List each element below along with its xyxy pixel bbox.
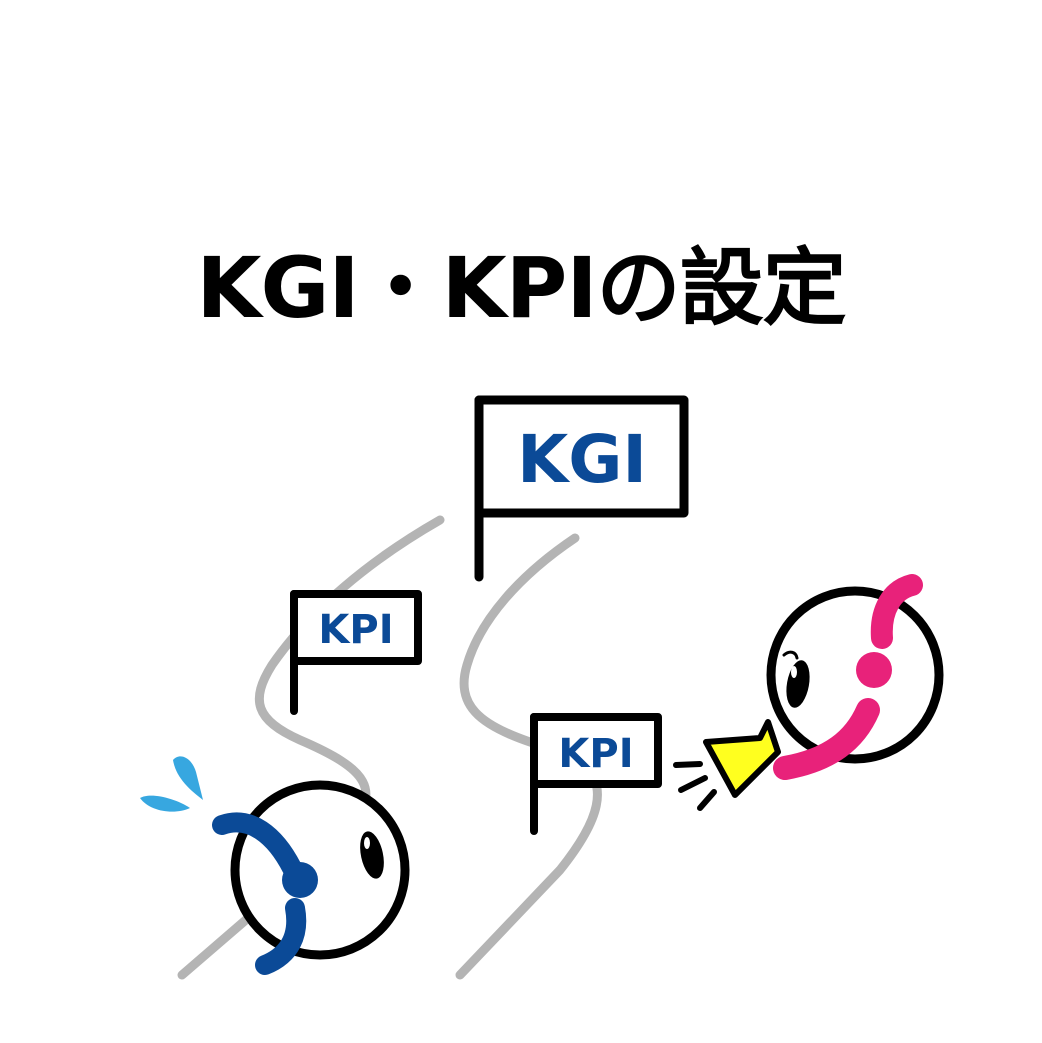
worried-character-icon — [212, 780, 410, 975]
milestone-flag-right-label: KPI — [558, 731, 633, 777]
goal-flag-label: KGI — [517, 421, 647, 498]
road-right-edge — [455, 533, 602, 980]
cheering-character-icon — [766, 574, 944, 780]
milestone-flag-left-label: KPI — [318, 607, 393, 653]
page-title: KGI・KPIの設定 — [196, 239, 846, 337]
megaphone-icon — [673, 719, 781, 811]
road-path — [177, 515, 602, 980]
milestone-flag-right-icon: KPI — [530, 713, 662, 835]
road-left-edge — [177, 515, 445, 980]
milestone-flag-left-icon: KPI — [290, 590, 422, 715]
goal-flag-icon: KGI — [474, 395, 689, 582]
sweat-drop-icon — [140, 756, 203, 812]
